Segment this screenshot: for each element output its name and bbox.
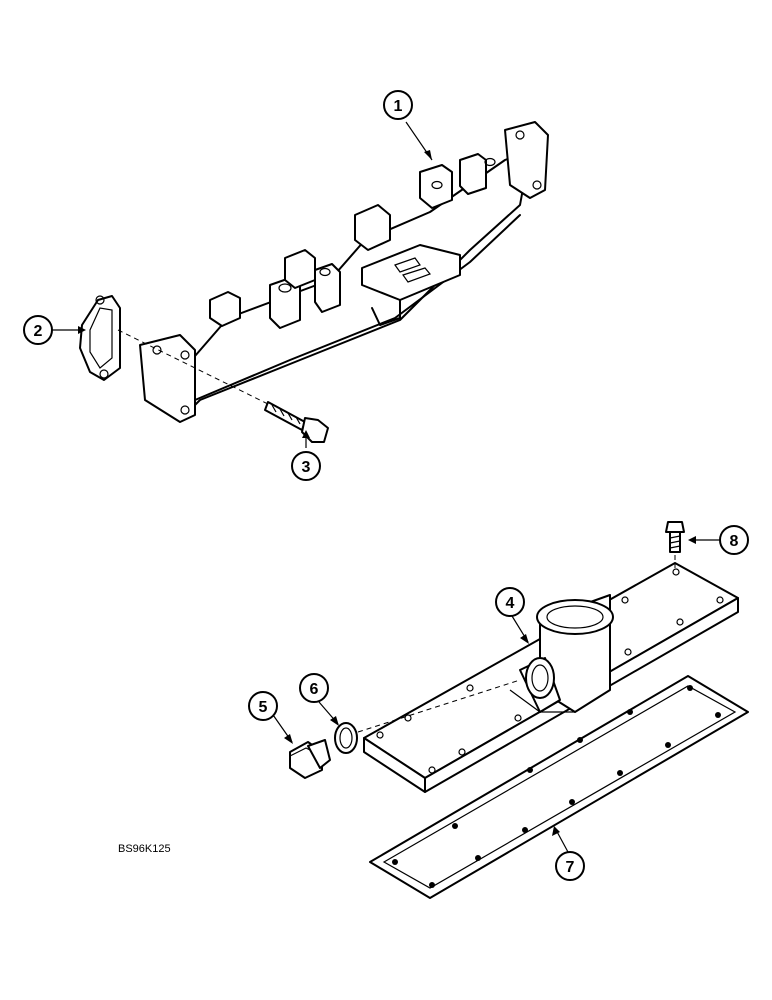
callout-label: 7 [566, 859, 575, 876]
callout-label: 8 [730, 533, 739, 550]
exhaust-manifold [139, 121, 549, 423]
manifold-gasket [79, 295, 121, 381]
o-ring [334, 722, 358, 754]
callout-8: 8 [719, 525, 749, 555]
callout-5: 5 [248, 691, 278, 721]
callout-6: 6 [299, 673, 329, 703]
intake-cover-gasket [369, 675, 749, 899]
callout-2: 2 [23, 315, 53, 345]
alignment-line-upper [117, 329, 271, 406]
callout-1: 1 [383, 90, 413, 120]
callout-3: 3 [291, 451, 321, 481]
intake-cover [363, 562, 739, 793]
cover-bolt [665, 521, 685, 553]
callout-4: 4 [495, 587, 525, 617]
drawing-code: BS96K125 [118, 843, 171, 855]
alignment-line-lower [357, 679, 521, 733]
callout-label: 4 [506, 595, 515, 612]
callout-label: 5 [259, 699, 268, 716]
callout-label: 2 [34, 323, 43, 340]
leader-lines [52, 121, 720, 853]
callout-label: 3 [302, 459, 311, 476]
callout-7: 7 [555, 851, 585, 881]
callout-label: 6 [310, 681, 319, 698]
callout-label: 1 [394, 98, 403, 115]
manifold-bolt [264, 401, 329, 443]
pipe-plug [289, 739, 331, 779]
